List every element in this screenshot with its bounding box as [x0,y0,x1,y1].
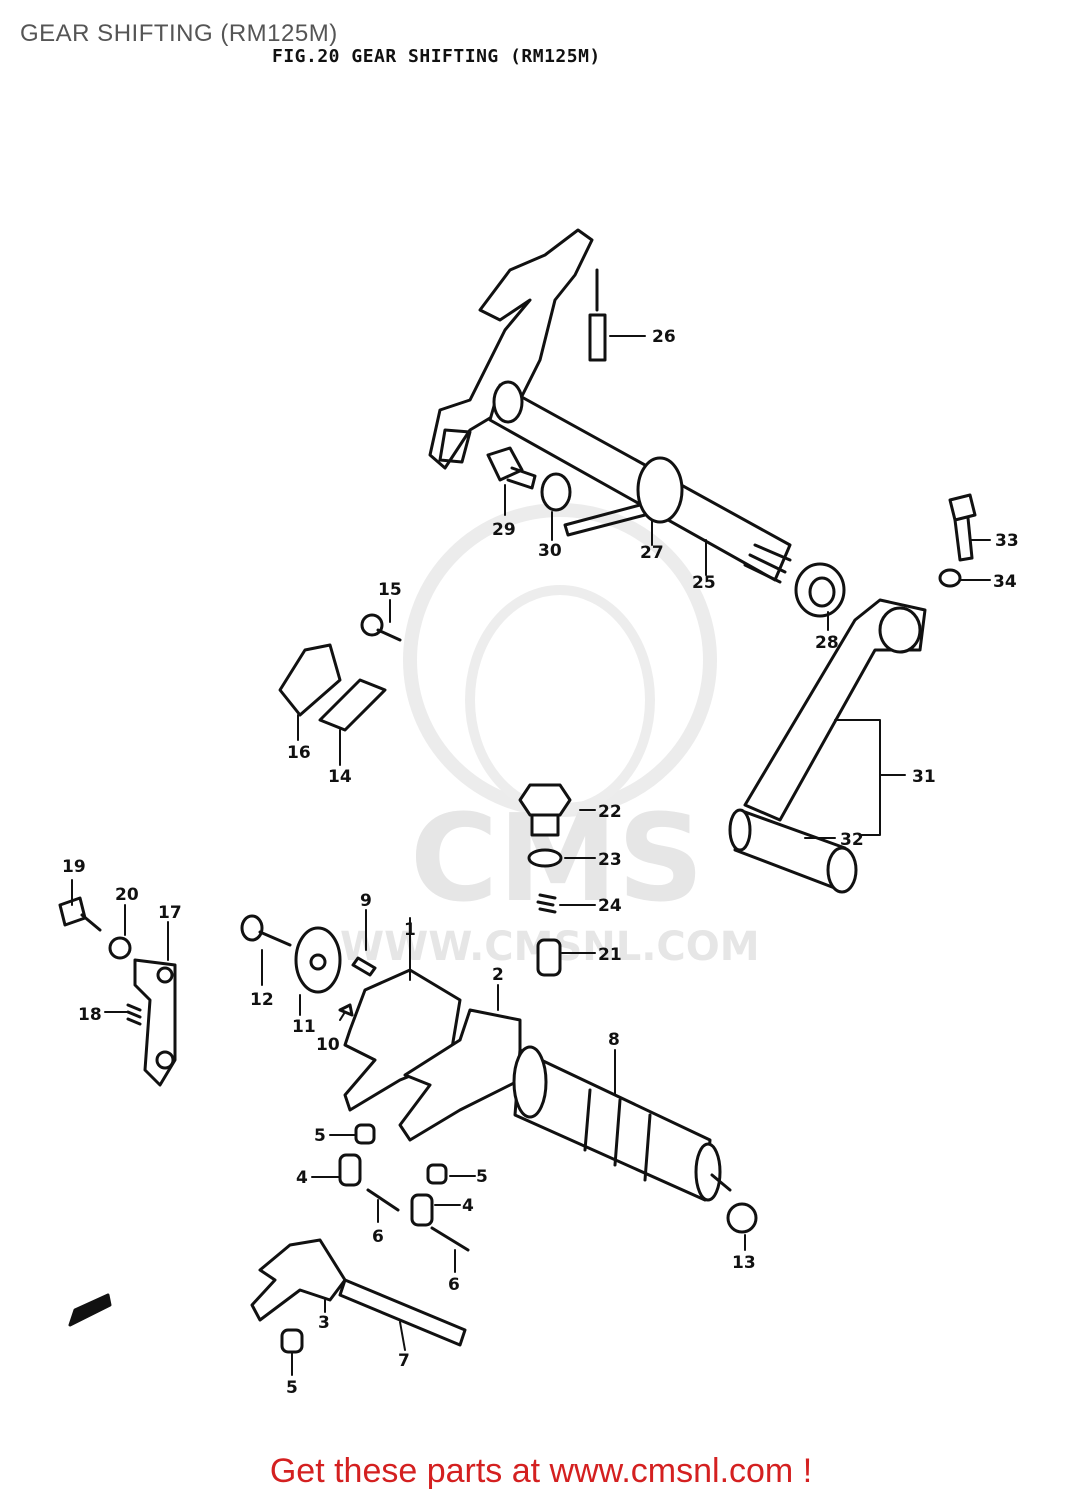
stopper-spring [126,1003,142,1026]
gearshift-cam-pin [351,956,377,977]
label-27: 27 [640,543,664,563]
label-14: 14 [328,767,352,787]
label-20: 20 [115,885,139,905]
label-11: 11 [292,1017,316,1037]
label-30: 30 [538,541,562,561]
label-13: 13 [732,1253,756,1273]
gearshift-lever [743,598,927,822]
footer-link[interactable]: Get these parts at www.cmsnl.com ! [269,1452,813,1490]
roller-lower [280,1328,304,1354]
label-16: 16 [287,743,311,763]
label-33: 33 [995,531,1019,551]
gearshift-shaft [488,380,792,584]
gearshift-pin-plate [294,926,342,994]
label-4-right: 4 [462,1196,474,1216]
label-23: 23 [598,850,622,870]
label-34: 34 [993,572,1017,592]
washer [540,472,572,512]
guide-pin-upper [338,1153,362,1187]
label-15: 15 [378,580,402,600]
page-title: GEAR SHIFTING (RM125M) [20,20,338,47]
label-7: 7 [398,1351,410,1371]
label-5-right: 5 [476,1167,488,1187]
label-26: 26 [652,327,676,347]
roller-upper [354,1123,376,1145]
label-5-upper: 5 [314,1126,326,1146]
front-arrow-icon [68,1293,112,1327]
guide-pin-right [410,1193,434,1227]
label-28: 28 [815,633,839,653]
label-29: 29 [492,520,516,540]
part-number-labels: 26 29 30 27 25 28 33 34 31 32 22 23 24 2… [62,327,1019,1398]
cotter-pin-right [430,1226,470,1252]
label-4-upper: 4 [296,1168,308,1188]
stopper-bolt [58,896,102,932]
label-9: 9 [360,891,372,911]
cam-plug [726,1202,758,1234]
cam-stopper [133,958,177,1087]
cam-stopper-plate [278,643,387,732]
fork-shaft [338,1278,467,1347]
lever-rubber [728,808,858,894]
leader-lines [71,335,991,1376]
label-18: 18 [78,1005,102,1025]
shift-fork-1 [343,968,462,1112]
lever-bolt [948,493,977,562]
label-10: 10 [316,1035,340,1055]
oil-seal [794,562,846,618]
roll-pin [588,268,607,362]
label-17: 17 [158,903,182,923]
plug-bolt [518,783,572,837]
spring [536,893,557,914]
cotter-pin-upper [366,1188,400,1212]
shift-arm [428,228,594,470]
label-6-right: 6 [448,1275,460,1295]
figure-caption: FIG.20 GEAR SHIFTING (RM125M) [272,46,601,67]
label-21: 21 [598,945,622,965]
cam-bolt [240,914,292,947]
label-12: 12 [250,990,274,1010]
label-22: 22 [598,802,622,822]
stopper-screw [360,613,402,642]
label-24: 24 [598,896,622,916]
label-19: 19 [62,857,86,877]
lever-washer [938,568,962,588]
gasket [527,848,563,868]
bolt [486,446,537,490]
label-5-lower: 5 [286,1378,298,1398]
plunger [536,938,562,977]
label-8: 8 [608,1030,620,1050]
stopper-washer [108,936,132,960]
label-25: 25 [692,573,716,593]
pin-plate-screw [338,1003,354,1017]
gearshift-cam [512,1045,732,1202]
shift-fork-3 [250,1238,347,1322]
roller-right [426,1163,448,1185]
label-32: 32 [840,830,864,850]
label-1: 1 [404,920,416,940]
label-6-upper: 6 [372,1227,384,1247]
label-2: 2 [492,965,504,985]
label-3: 3 [318,1313,330,1333]
label-31: 31 [912,767,936,787]
